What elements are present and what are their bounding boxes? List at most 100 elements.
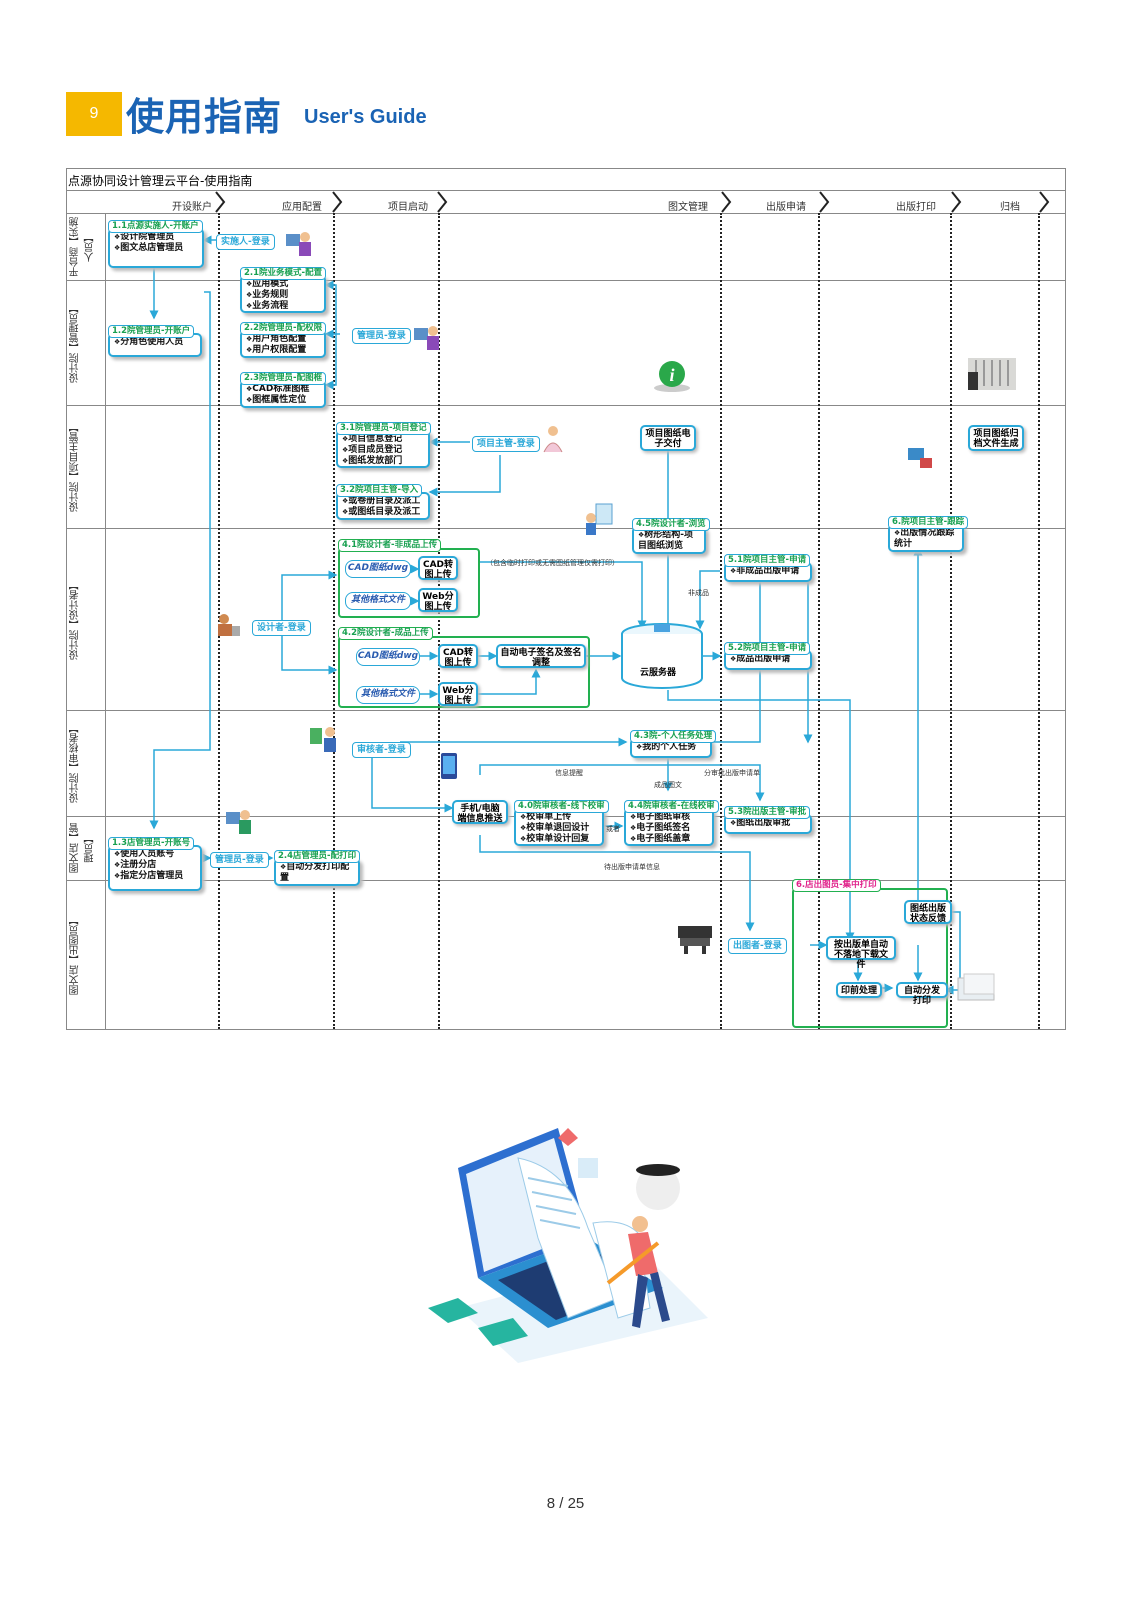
step-item: 或图纸目录及派工 bbox=[342, 507, 424, 518]
step-box: 5.2院项目主管-申请 成品出版申请 bbox=[724, 642, 812, 670]
step-item: CAD标准图框 bbox=[246, 384, 320, 395]
step-item: 电子图纸审核 bbox=[630, 812, 708, 823]
auto-download: 按出版单自动不落地下载文件 bbox=[826, 936, 896, 970]
login-button[interactable]: 项目主管-登录 bbox=[472, 436, 540, 452]
auto-print: 自动分发打印 bbox=[896, 982, 948, 1006]
divider bbox=[105, 213, 106, 1029]
step-label: 4.5院设计者-浏览 bbox=[632, 518, 710, 531]
divider bbox=[66, 213, 1066, 214]
phase-divider bbox=[333, 213, 335, 1029]
section-number-badge: 9 bbox=[66, 92, 122, 136]
login-button[interactable]: 设计者-登录 bbox=[252, 620, 311, 636]
divider bbox=[66, 710, 1066, 711]
pre-print: 印前处理 bbox=[836, 982, 882, 998]
step-label: 4.0院审核者-线下校审 bbox=[514, 800, 609, 813]
step-item: 电子图纸盖章 bbox=[630, 834, 708, 845]
step-box: 2.4店管理员-配打印 自动分发打印配置 bbox=[274, 850, 361, 886]
svg-text:i: i bbox=[669, 365, 674, 385]
cloud-server-label: 云服务器 bbox=[640, 668, 677, 678]
person-icon bbox=[218, 614, 240, 636]
person-computer-icon bbox=[226, 810, 251, 834]
step-label: 2.4店管理员-配打印 bbox=[274, 850, 361, 863]
divider bbox=[66, 880, 1066, 881]
phase-label: 图文管理 bbox=[668, 202, 708, 213]
step-label: 4.3院-个人任务处理 bbox=[630, 730, 717, 743]
step-label: 4.4院审核者-在线校审 bbox=[624, 800, 719, 813]
print-group: 6.店出图员-集中打印 bbox=[792, 879, 948, 1028]
step-item: 校审单退回设计 bbox=[520, 823, 598, 834]
step-label: 1.2院管理员-开账户 bbox=[108, 325, 195, 338]
step-label: 3.1院管理员-项目登记 bbox=[336, 422, 431, 435]
diagram-title: 点源协同设计管理云平台-使用指南 bbox=[68, 174, 253, 188]
person-computer-icon bbox=[286, 232, 311, 256]
step-box: 5.1院项目主管-申请 非成品出版申请 bbox=[724, 554, 812, 582]
upload-group: 4.1院设计者-非成品上传 bbox=[338, 539, 480, 618]
step-item: 非成品出版申请 bbox=[730, 566, 806, 577]
cad-split-upload: CAD转图上传 bbox=[438, 644, 478, 668]
group-label: 4.1院设计者-非成品上传 bbox=[338, 539, 442, 552]
step-item: 注册分店 bbox=[114, 860, 196, 871]
step-box: 2.3院管理员-配图框 CAD标准图框图框属性定位 bbox=[240, 372, 327, 408]
login-button[interactable]: 管理员-登录 bbox=[210, 852, 269, 868]
step-box: 3.2院项目主管-导入 或卷册目录及派工或图纸目录及派工 bbox=[336, 484, 430, 520]
phase-divider bbox=[438, 213, 440, 1029]
cloud-server-icon bbox=[621, 623, 703, 689]
step-box: 6.院项目主管-跟踪 出版情况跟踪统计 bbox=[888, 516, 969, 552]
file-format: CAD图纸dwg bbox=[356, 648, 420, 666]
step-box: 1.2院管理员-开账户 分角色使用人员 bbox=[108, 325, 202, 357]
step-label: 1.3店管理员-开账号 bbox=[108, 837, 195, 850]
divider bbox=[66, 528, 1066, 529]
login-button[interactable]: 审核者-登录 bbox=[352, 742, 411, 758]
archive-file: 项目图纸归档文件生成 bbox=[968, 425, 1024, 451]
step-label: 2.1院业务模式-配置 bbox=[240, 267, 327, 280]
login-button[interactable]: 出图者-登录 bbox=[728, 938, 787, 954]
step-item: 分角色使用人员 bbox=[114, 337, 196, 348]
flow-note: 待出版申请单信息 bbox=[604, 863, 660, 871]
step-label: 5.1院项目主管-申请 bbox=[724, 554, 811, 567]
step-box: 4.5院设计者-浏览 树形结构-项目图纸浏览 bbox=[632, 518, 710, 554]
page-title: 使用指南 bbox=[126, 95, 283, 139]
step-box: 5.3院出版主管-审批 图纸出版审批 bbox=[724, 806, 812, 834]
printer-computer-icon bbox=[908, 448, 932, 468]
step-item: 设计院管理员 bbox=[114, 232, 198, 243]
step-item: 用户角色配置 bbox=[246, 334, 320, 345]
flow-note: （包含临时打印或无需图纸管理仅需打印） bbox=[486, 559, 619, 567]
printed-documents-icon bbox=[957, 973, 995, 1001]
upload-group: 4.2院设计者-成品上传 bbox=[338, 627, 590, 708]
flow-note: 信息提醒 bbox=[555, 769, 583, 777]
step-box: 3.1院管理员-项目登记 项目信息登记项目成员登记图纸发放部门 bbox=[336, 422, 431, 468]
phase-divider bbox=[218, 213, 220, 1029]
step-box: 2.1院业务模式-配置 应用模式业务规则业务流程 bbox=[240, 267, 327, 313]
phase-label: 项目启动 bbox=[388, 202, 428, 213]
step-item: 图文总店管理员 bbox=[114, 243, 198, 254]
web-split-upload: Web分图上传 bbox=[438, 682, 478, 706]
phase-divider bbox=[1038, 213, 1040, 1029]
step-item: 业务规则 bbox=[246, 290, 320, 301]
flow-note: 非成品 bbox=[688, 589, 709, 597]
page-subtitle: User's Guide bbox=[304, 106, 427, 128]
flow-diagram bbox=[66, 168, 1066, 1030]
step-item: 图纸出版审批 bbox=[730, 818, 806, 829]
phase-label: 出版打印 bbox=[896, 202, 936, 213]
login-button[interactable]: 实施人-登录 bbox=[216, 234, 275, 250]
step-label: 2.2院管理员-配权限 bbox=[240, 322, 327, 335]
phase-divider bbox=[818, 213, 820, 1029]
step-label: 5.3院出版主管-审批 bbox=[724, 806, 811, 819]
flow-note: 分审批出版申请单 bbox=[704, 769, 760, 777]
group-label: 6.店出图员-集中打印 bbox=[792, 879, 881, 892]
divider bbox=[66, 405, 1066, 406]
step-item: 图框属性定位 bbox=[246, 395, 320, 406]
step-box: 4.4院审核者-在线校审 电子图纸审核电子图纸签名电子图纸盖章 bbox=[624, 800, 719, 846]
login-button[interactable]: 管理员-登录 bbox=[352, 328, 411, 344]
flow-note: 成品图文 bbox=[654, 781, 682, 789]
phase-divider bbox=[950, 213, 952, 1029]
web-split-upload: Web分图上传 bbox=[418, 588, 458, 612]
laptop-illustration bbox=[428, 1128, 708, 1363]
status-feedback: 图纸出版状态反馈 bbox=[904, 900, 952, 924]
divider bbox=[66, 280, 1066, 281]
auto-sign: 自动电子签名及签名调整 bbox=[496, 644, 586, 668]
step-item: 校审单设计回复 bbox=[520, 834, 598, 845]
step-label: 2.3院管理员-配图框 bbox=[240, 372, 327, 385]
step-label: 3.2院项目主管-导入 bbox=[336, 484, 423, 497]
